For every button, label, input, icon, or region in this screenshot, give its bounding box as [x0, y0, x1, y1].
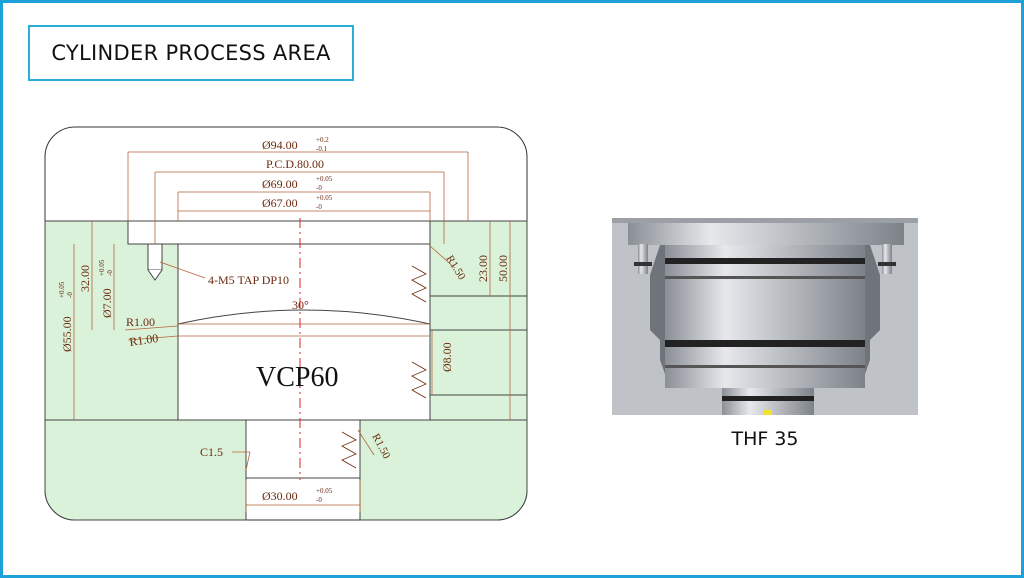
dim-d50: 50.00 [496, 255, 510, 282]
dim-d7: Ø7.00 [100, 288, 114, 318]
dim-d55: Ø55.00 [60, 316, 74, 352]
dim-d94-tol-lo: -0.1 [316, 145, 328, 153]
dim-r100-a: R1.00 [126, 315, 155, 329]
slide-title: CYLINDER PROCESS AREA [51, 41, 331, 65]
product-render [612, 218, 918, 415]
dim-d94: Ø94.00 [262, 138, 298, 152]
dim-d67-tol-lo: -0 [316, 203, 322, 211]
horizontal-dimension-lines [127, 151, 469, 512]
dim-d30-tol-up: +0.05 [316, 487, 333, 495]
dim-d30-tol-lo: -0 [316, 496, 322, 504]
dim-d55-tol-lo: -0 [66, 292, 74, 298]
photo-caption: THF 35 [731, 428, 799, 450]
part-label: VCP60 [256, 362, 338, 393]
dim-d55-tol-up: +0.05 [58, 281, 66, 298]
title-box: CYLINDER PROCESS AREA [28, 25, 354, 81]
dim-d67: Ø67.00 [262, 196, 298, 210]
dim-d8: Ø8.00 [440, 342, 454, 372]
dim-angle: 30° [292, 298, 309, 312]
dim-r100-b: R1.00 [128, 331, 159, 349]
vertical-dimension-lines [73, 221, 511, 420]
dim-d32: 32.00 [78, 265, 92, 292]
dim-d7-tol-lo: -0 [106, 270, 114, 276]
dim-d7-tol-up: +0.05 [98, 259, 106, 276]
dim-d23: 23.00 [476, 255, 490, 282]
leader-lines [124, 245, 456, 471]
dim-d69-tol-up: +0.05 [316, 175, 333, 183]
dim-pcd: P.C.D.80.00 [266, 157, 324, 171]
dim-d69: Ø69.00 [262, 177, 298, 191]
dim-d67-tol-up: +0.05 [316, 194, 333, 202]
dim-d69-tol-lo: -0 [316, 184, 322, 192]
dim-d30: Ø30.00 [262, 489, 298, 503]
dim-tap: 4-M5 TAP DP10 [208, 273, 289, 287]
dim-c15: C1.5 [200, 445, 223, 459]
dim-d94-tol-up: +0.2 [316, 136, 329, 144]
block-body [44, 220, 528, 521]
